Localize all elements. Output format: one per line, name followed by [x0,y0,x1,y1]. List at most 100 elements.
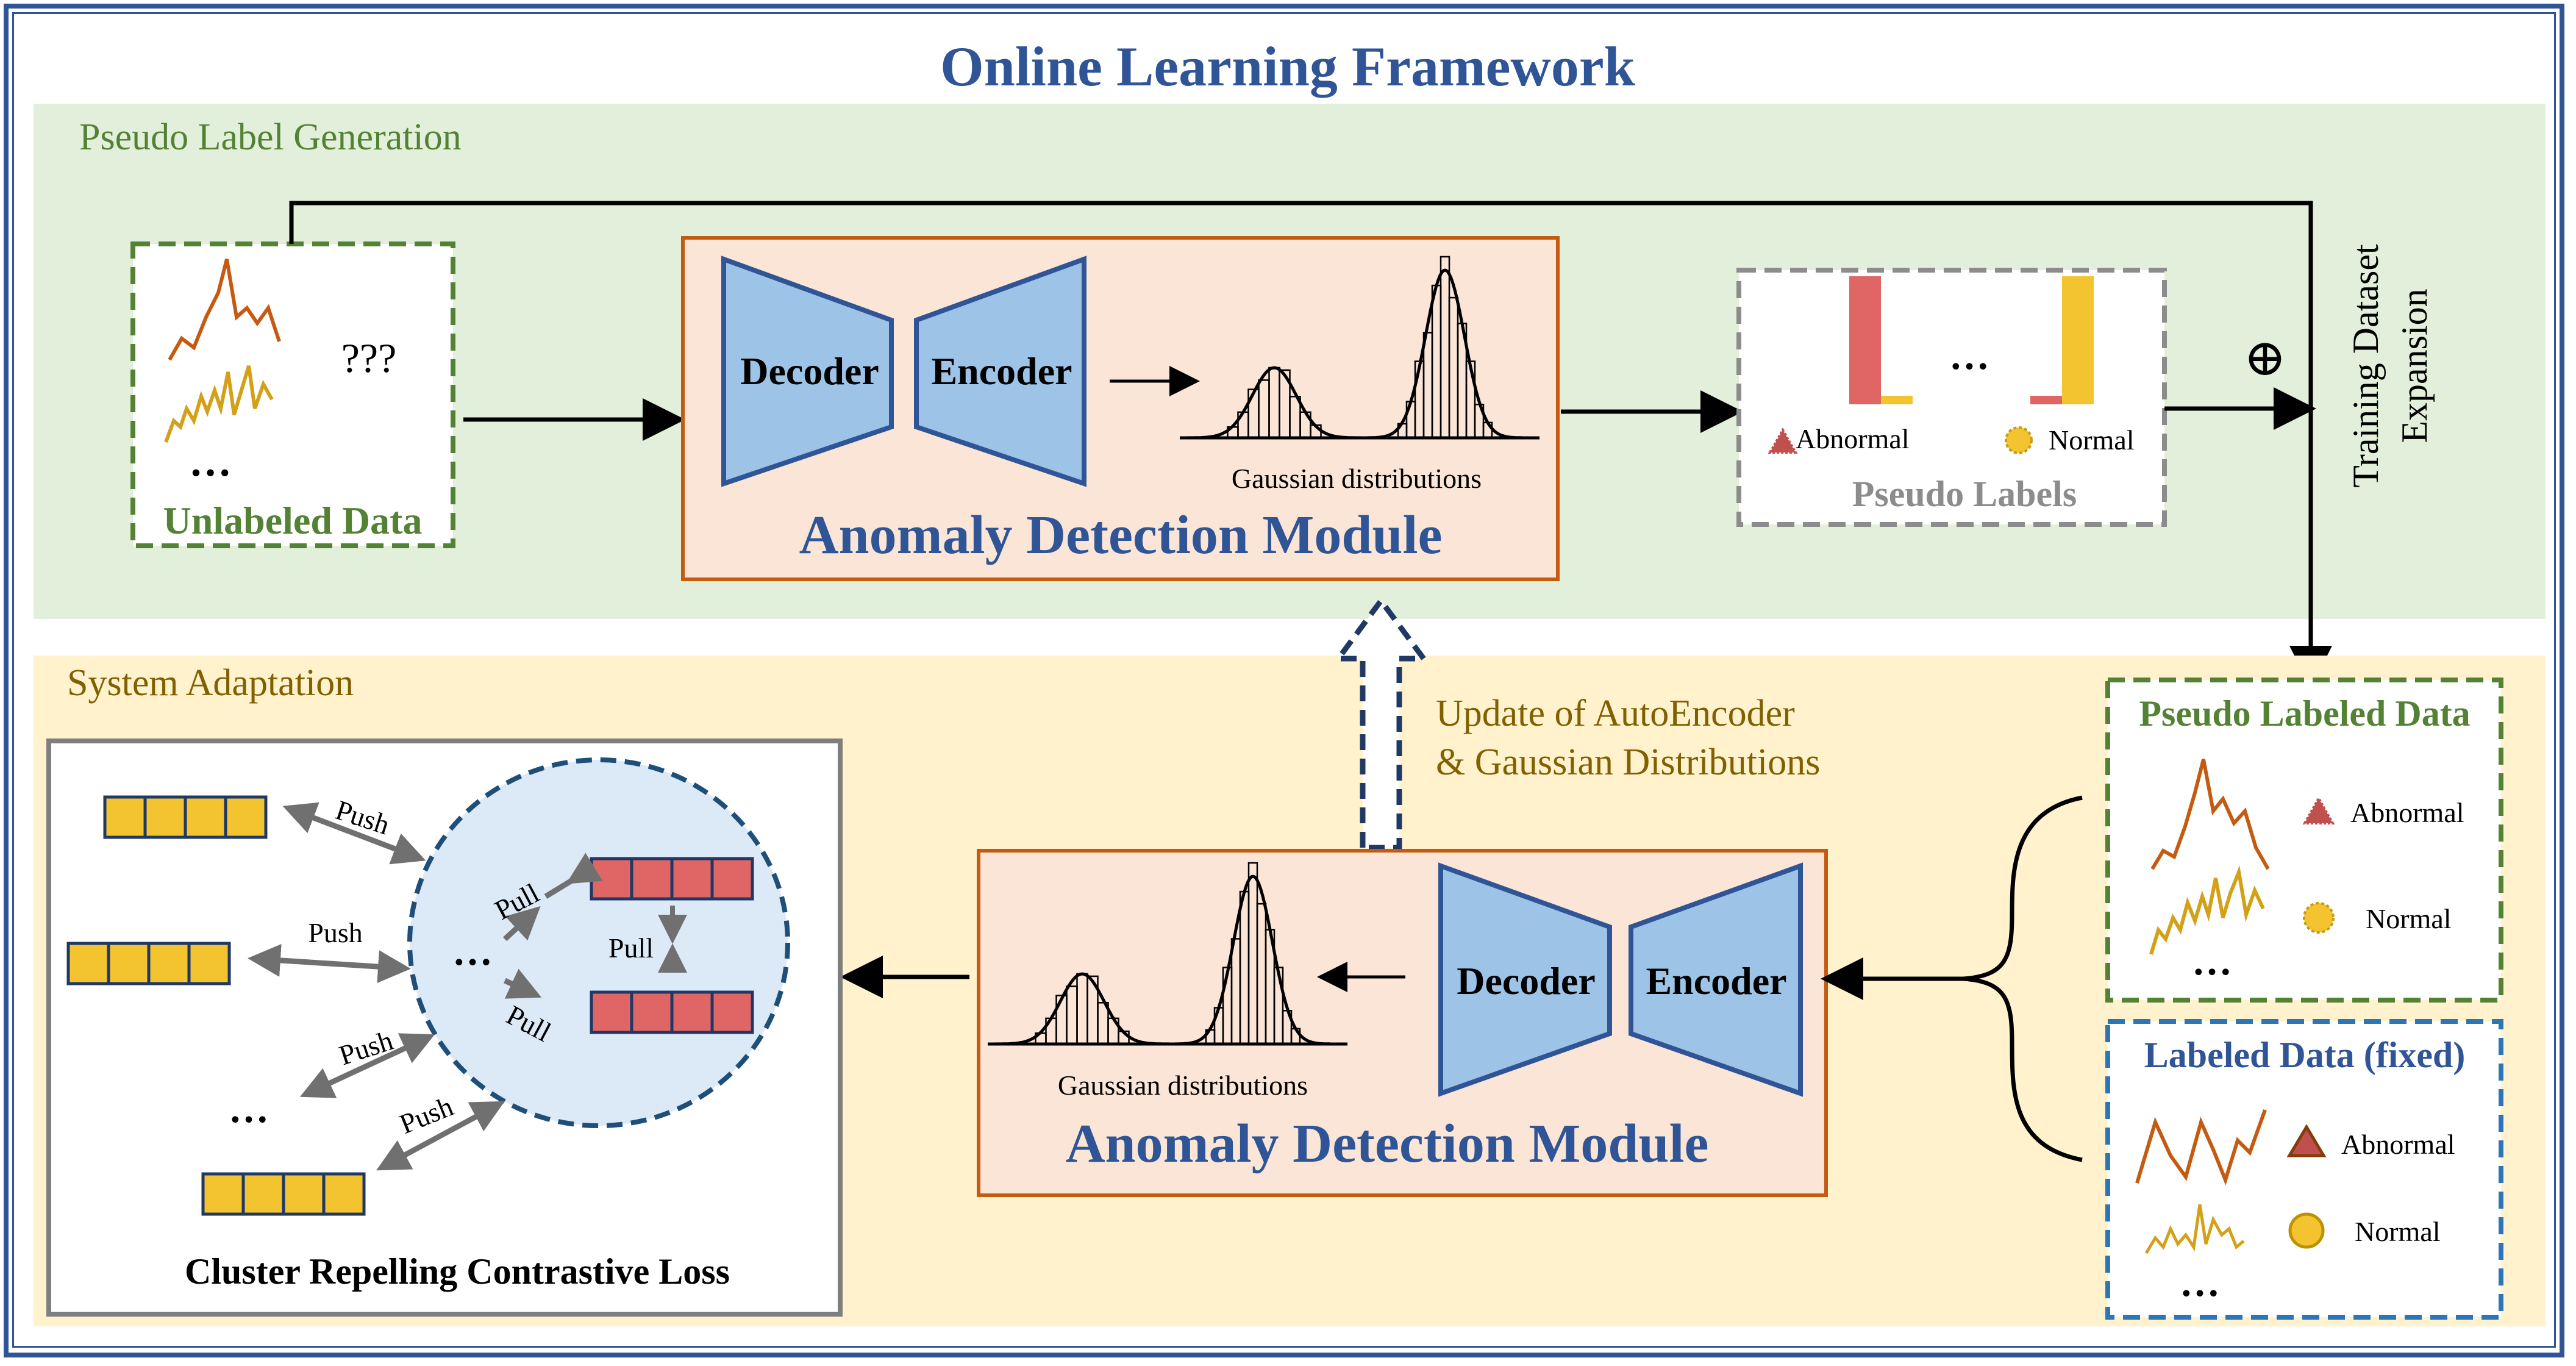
pull-arrow-1b [544,853,603,899]
positive-embedding [590,857,754,901]
push-arrow-3 [299,1033,435,1098]
unlabeled-unknown: ??? [341,335,397,381]
normal-class-bar-abnormal [2030,396,2062,404]
normal-circle-icon [2288,1212,2325,1249]
positive-embedding-cell [710,990,754,1034]
positive-embedding-cell [590,857,633,901]
negative-embedding-cell [143,795,187,839]
negative-embedding [201,1172,366,1216]
positive-embedding-cell [670,857,714,901]
labeled-ellipsis: … [2180,1261,2220,1305]
pseudo-labels-abnormal-legend: Abnormal [1796,423,1910,454]
pseudo-labeled-abnormal-legend: Abnormal [2350,797,2464,828]
pseudo-labeled-data-label: Pseudo Labeled Data [2139,693,2470,734]
outer-frame [4,4,2564,1357]
pseudo-labeled-red-wave [2150,759,2270,870]
pull-arrow-1 [502,906,541,942]
adm-top-gaussian-curve [1186,366,1363,440]
abnormal-dotted-triangle-icon [2302,795,2335,824]
pseudo-labels-normal-legend: Normal [2049,424,2135,456]
labeled-abnormal-legend: Abnormal [2341,1129,2455,1160]
positive-embedding-cell [630,990,674,1034]
abnormal-class-bar-abnormal [1849,276,1881,404]
pull-label-3: Pull [608,932,654,964]
adm-top-decoder-trapezoid [721,256,894,487]
embedding-vectors [66,795,754,1216]
pseudo-labels-label: Pseudo Labels [1852,474,2077,514]
pseudo-labels-ellipsis: … [1949,334,1989,378]
push-arrow-1 [282,802,426,865]
expansion-label-line2: Expansion [2394,288,2435,443]
negative-embedding-cell [103,795,147,839]
negative-embedding-cell [282,1172,326,1216]
positive-embedding-cell [590,990,633,1034]
adm-top-encoder-label: Encoder [931,349,1072,393]
labeled-red-wave [2135,1109,2267,1186]
labeled-data-box [2105,1019,2503,1320]
page-title: Online Learning Framework [940,35,1636,98]
push-label-2: Push [308,917,362,948]
update-label-line1: Update of AutoEncoder [1436,693,1795,734]
positive-embedding [590,990,754,1034]
negative-embedding-cell [66,942,110,985]
push-arrow-2 [248,943,411,984]
adm-top-encoder-trapezoid [914,256,1086,487]
adm-bottom-encoder-label: Encoder [1646,959,1786,1003]
adm-bottom-gaussian-curve [1175,874,1331,1046]
negative-embedding-cell [147,942,191,985]
pseudo-label-generation-title: Pseudo Label Generation [79,116,462,158]
expansion-feedback-line [289,201,2332,688]
adm-bottom-decoder-label: Decoder [1457,959,1595,1003]
positive-embedding-cell [710,857,754,901]
oplus-symbol: ⊕ [2244,330,2286,387]
adm-bottom-gauss-caption: Gaussian distributions [1058,1070,1308,1101]
contrastive-loss-label: Cluster Repelling Contrastive Loss [185,1251,730,1292]
pseudo-labeled-data-box [2105,678,2503,1003]
cluster-circle [407,757,790,1128]
negative-embedding-cell [322,1172,366,1216]
normal-dotted-circle-icon [2303,902,2335,934]
unlabeled-data-box [130,241,455,548]
negative-embedding-cell [107,942,151,985]
system-adaptation-title: System Adaptation [67,662,354,704]
adm-top-box [681,236,1560,581]
labeled-yellow-wave [2144,1204,2245,1254]
unlabeled-ellipsis: … [189,438,232,485]
abnormal-dotted-triangle-icon [1768,427,1798,454]
expansion-label-line1: Training Dataset [2346,244,2386,488]
adm-bottom-decoder-trapezoid [1438,862,1612,1097]
unlabeled-red-wave [168,259,281,361]
unlabeled-data-label: Unlabeled Data [163,499,423,542]
outer-ellipsis: … [229,1087,269,1131]
positive-embedding-cell [670,990,714,1034]
pseudo-labeled-yellow-wave [2149,865,2265,955]
abnormal-triangle-icon [2286,1124,2327,1157]
normal-dotted-circle-icon [2005,426,2033,454]
negative-embedding [66,942,231,985]
pull-arrow-2 [504,968,542,999]
adm-top-gaussian-curve [1367,268,1523,440]
update-label-line2: & Gaussian Distributions [1436,742,1820,783]
abnormal-class-bar-normal [1881,396,1913,404]
negative-embedding-cell [187,942,231,985]
adm-bottom-gaussian-plot [988,862,1347,1046]
adm-bottom-encoder-trapezoid [1629,862,1803,1097]
positive-embedding-cell [630,857,674,901]
push-arrow-4 [376,1101,505,1171]
inner-frame [12,12,2556,1348]
negative-embedding-cell [224,795,268,839]
negative-embedding [103,795,268,839]
adm-top-label: Anomaly Detection Module [799,505,1443,565]
adm-bottom-label: Anomaly Detection Module [1066,1114,1709,1174]
labeled-normal-legend: Normal [2355,1216,2441,1247]
update-hollow-arrow [1333,596,1429,851]
negative-embedding-cell [184,795,227,839]
negative-embedding-cell [201,1172,245,1216]
adm-top-gauss-caption: Gaussian distributions [1232,463,1482,494]
unlabeled-yellow-wave [164,365,274,443]
adm-top-gaussian-plot [1180,256,1540,440]
cluster-ellipsis: … [452,929,493,974]
pseudo-labeled-ellipsis: … [2192,939,2232,984]
pseudo-label-bars [1849,276,2094,404]
